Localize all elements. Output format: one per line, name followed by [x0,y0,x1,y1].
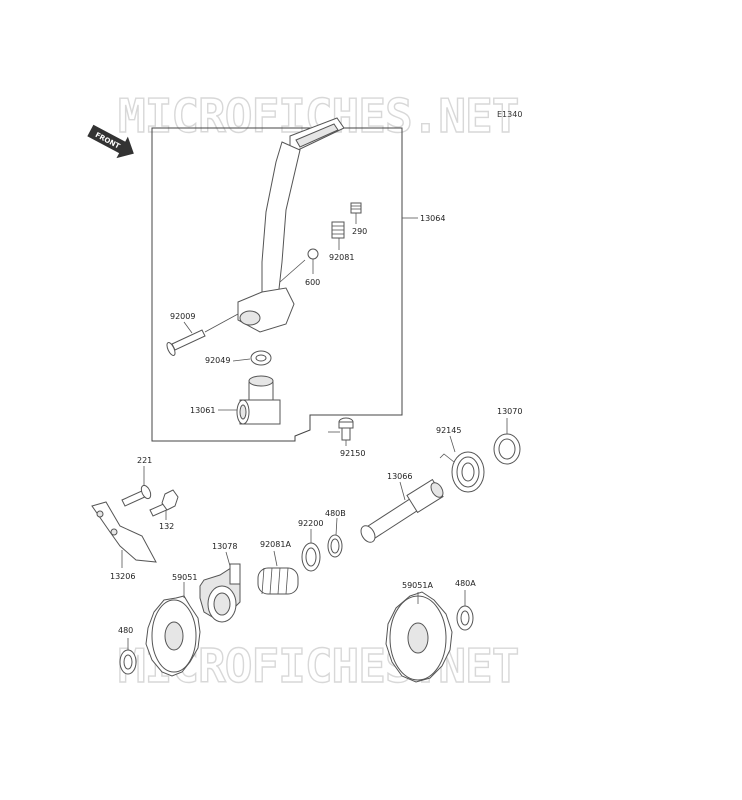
diagram-code: E1340 [497,110,522,119]
label-13061: 13061 [190,406,215,415]
leader-92049 [232,358,251,362]
leader-600-to-lever [279,259,306,283]
part-600 [307,248,319,260]
label-13066: 13066 [387,472,412,481]
leader-92081A [273,550,278,567]
part-59051A [385,591,453,683]
part-13078 [199,563,241,623]
leader-480B [335,517,338,536]
label-480B: 480B [325,509,346,518]
label-480A: 480A [455,579,476,588]
part-92145 [439,451,485,493]
part-92081 [331,221,345,250]
label-59051A: 59051A [402,581,433,590]
label-132: 132 [159,522,174,531]
label-92081: 92081 [329,253,354,262]
watermark-top: MICROFICHES.NET [118,89,518,143]
assembly-outline [151,127,403,442]
label-59051: 59051 [172,573,197,582]
part-92009 [166,313,239,356]
part-221 [121,484,152,507]
part-480A [456,605,474,631]
label-13078: 13078 [212,542,237,551]
label-600: 600 [305,278,320,287]
label-13064: 13064 [420,214,445,223]
leader-92145 [449,435,456,453]
label-92049: 92049 [205,356,230,365]
leader-13078 [225,551,231,567]
part-92150 [338,417,354,446]
kick-pedal-lever [237,117,345,333]
part-132 [149,489,179,517]
part-13066 [360,478,444,543]
label-290: 290 [352,227,367,236]
part-92081A [257,567,299,595]
leader-92009 [183,321,193,334]
part-480B [327,534,343,558]
part-92200 [301,542,321,572]
part-13070 [493,433,521,465]
label-92081A: 92081A [260,540,291,549]
label-13070: 13070 [497,407,522,416]
part-13061 [236,375,281,425]
label-92150: 92150 [340,449,365,458]
part-92049 [250,350,272,366]
part-290 [350,202,362,224]
label-92200: 92200 [298,519,323,528]
part-59051 [145,595,201,677]
label-92145: 92145 [436,426,461,435]
leader-13066 [399,481,406,501]
label-480: 480 [118,626,133,635]
label-13206: 13206 [110,572,135,581]
part-13206 [91,501,157,563]
part-480 [119,649,137,675]
label-92009: 92009 [170,312,195,321]
label-221: 221 [137,456,152,465]
